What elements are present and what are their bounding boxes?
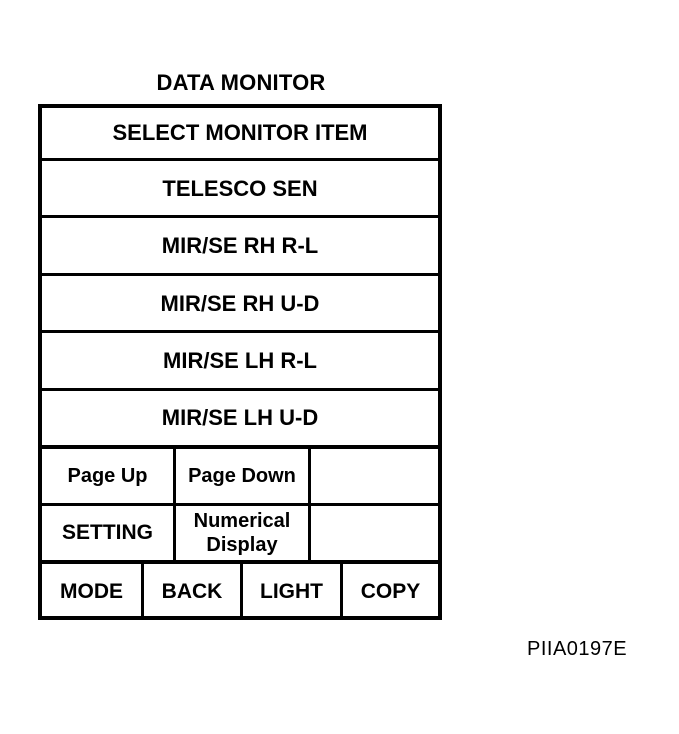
setting-button[interactable]: SETTING — [61, 521, 153, 544]
figure-code: PIIA0197E — [527, 638, 628, 660]
divider — [141, 564, 144, 620]
monitor-screen: SELECT MONITOR ITEM TELESCO SEN MIR/SE R… — [38, 104, 442, 620]
select-monitor-item-header: SELECT MONITOR ITEM — [112, 120, 368, 145]
divider — [42, 330, 438, 333]
list-item-mir-se-rh-u-d[interactable]: MIR/SE RH U-D — [160, 290, 320, 316]
list-item-mir-se-lh-u-d[interactable]: MIR/SE LH U-D — [161, 405, 319, 430]
divider — [42, 445, 438, 449]
empty-button-slot — [311, 449, 438, 503]
page-down-button[interactable]: Page Down — [188, 465, 296, 487]
divider — [42, 560, 438, 564]
divider — [42, 503, 438, 506]
page-title: DATA MONITOR — [156, 70, 326, 95]
back-button[interactable]: BACK — [161, 580, 223, 603]
numerical-display-label-line2: Display — [206, 534, 278, 556]
divider — [42, 388, 438, 391]
list-item-mir-se-lh-r-l[interactable]: MIR/SE LH R-L — [163, 347, 317, 373]
divider — [173, 449, 176, 560]
divider — [42, 215, 438, 218]
divider — [240, 564, 243, 620]
empty-button-slot — [311, 506, 438, 560]
list-item-telesco-sen[interactable]: TELESCO SEN — [162, 175, 318, 201]
mode-button[interactable]: MODE — [60, 580, 123, 603]
divider — [340, 564, 343, 620]
light-button[interactable]: LIGHT — [260, 580, 323, 603]
divider — [42, 273, 438, 276]
page-up-button[interactable]: Page Up — [67, 465, 148, 487]
divider — [42, 158, 438, 161]
numerical-display-button[interactable]: Numerical Display — [176, 506, 308, 560]
numerical-display-label-line1: Numerical — [193, 510, 291, 532]
copy-button[interactable]: COPY — [360, 580, 421, 603]
divider — [308, 449, 311, 560]
list-item-mir-se-rh-r-l[interactable]: MIR/SE RH R-L — [161, 232, 319, 258]
